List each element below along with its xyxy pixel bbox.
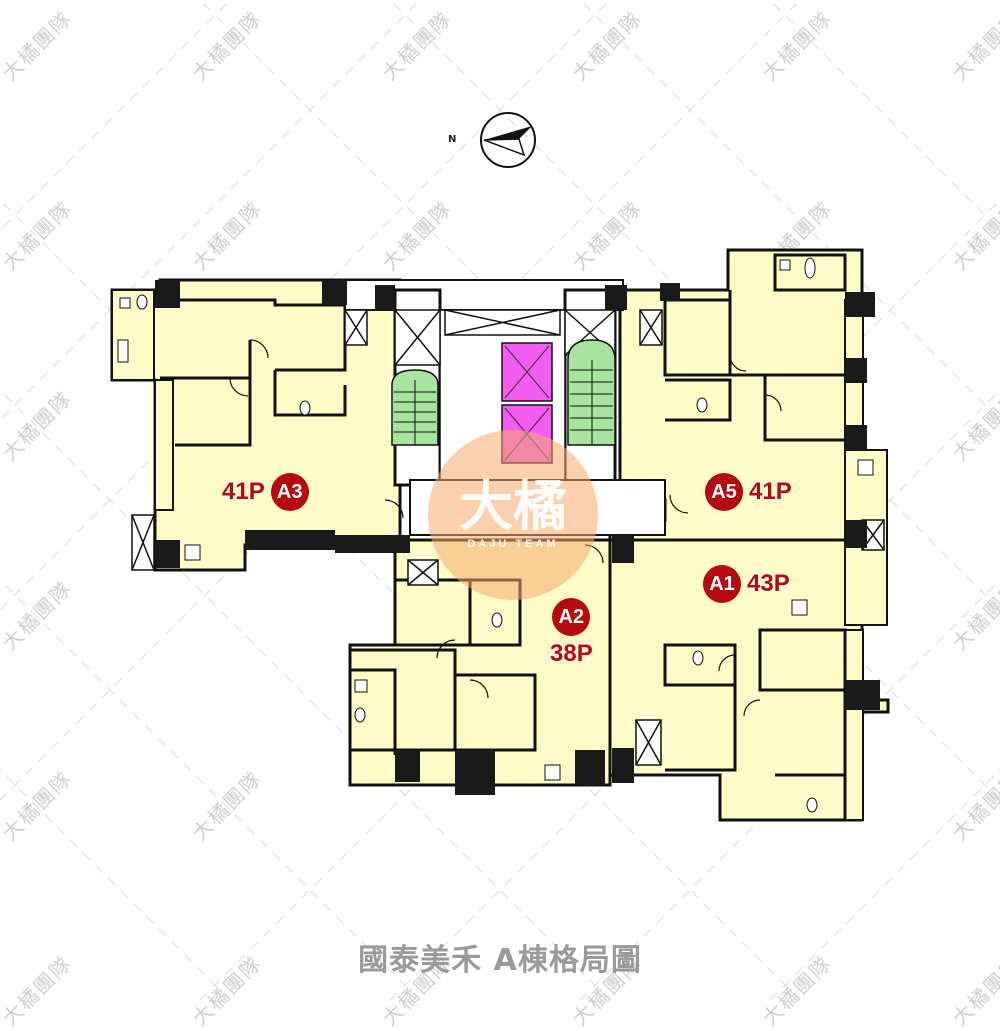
unit-area: 41P bbox=[749, 478, 792, 505]
unit-label-a1: A1 43P bbox=[703, 565, 790, 603]
stairs-left bbox=[391, 369, 439, 446]
north-compass-icon: N bbox=[448, 112, 538, 172]
unit-label-a5: A5 41P bbox=[705, 473, 792, 511]
unit-id-badge: A3 bbox=[270, 473, 309, 511]
unit-label-a2: A2 38P bbox=[550, 598, 593, 668]
unit-area: 41P bbox=[222, 478, 265, 505]
logo-main-text: 大橘 bbox=[459, 475, 567, 538]
stairs-right bbox=[567, 339, 616, 446]
unit-id-badge: A2 bbox=[552, 598, 591, 636]
plan-title: 國泰美禾 A棟格局圖 bbox=[358, 943, 642, 978]
unit-id-badge: A1 bbox=[703, 565, 741, 603]
unit-label-a3: 41P A3 bbox=[222, 473, 309, 511]
unit-area: 43P bbox=[747, 570, 790, 597]
daju-team-logo: 大橘 DAJU TEAM bbox=[428, 430, 598, 600]
unit-id-badge: A5 bbox=[705, 473, 743, 511]
compass-north-label: N bbox=[448, 134, 457, 145]
unit-area: 38P bbox=[550, 640, 593, 667]
logo-sub-text: DAJU TEAM bbox=[467, 538, 559, 550]
